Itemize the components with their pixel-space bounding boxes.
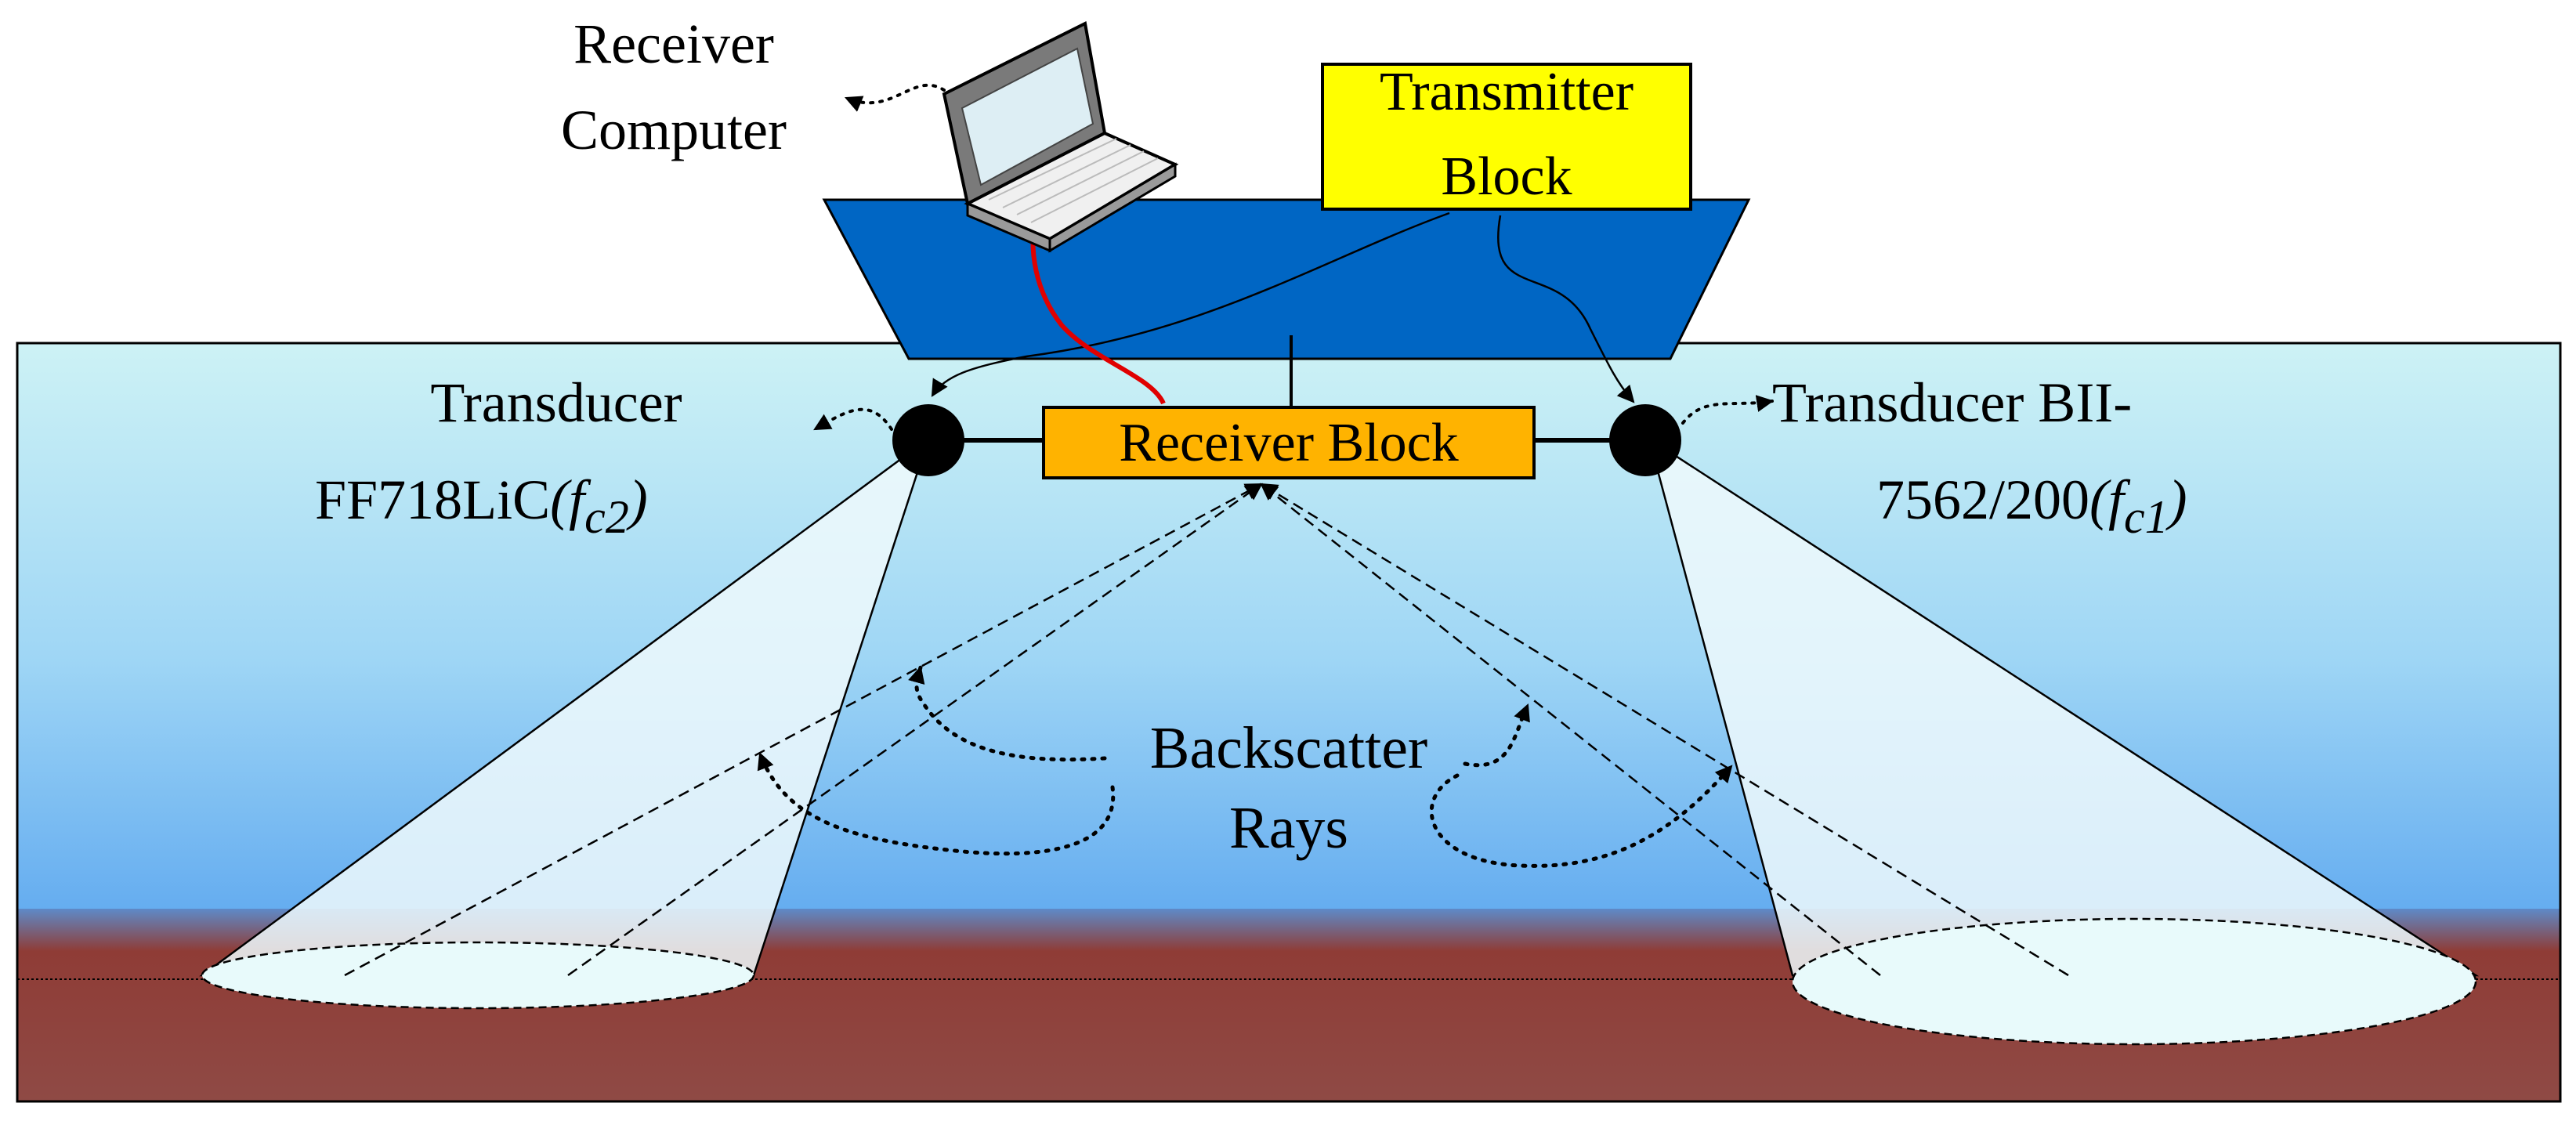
transmitter-label-line2: Block xyxy=(1441,146,1572,207)
transducer-left-pointer xyxy=(813,407,893,431)
transducer-left-model: FF718LiC xyxy=(315,468,550,531)
transducer-right-model: 7562/200 xyxy=(1876,468,2089,531)
transducer-right-open-paren: ( xyxy=(2089,468,2111,531)
boat-hull xyxy=(822,198,1751,360)
backscatter-ray-4 xyxy=(1260,483,1881,976)
backscatter-ray-2 xyxy=(567,483,1263,977)
transmitter-cable-right xyxy=(1497,215,1635,403)
transmitter-cable-left xyxy=(931,212,1450,397)
backscatter-ray-3 xyxy=(1260,483,2069,977)
transducer-right-close-paren: ) xyxy=(2165,468,2187,531)
transmitter-block xyxy=(1321,63,1692,211)
backscatter-rays xyxy=(344,483,2069,977)
receiver-computer-label-line2: Computer xyxy=(561,99,787,161)
transmitter-label-line1: Transmitter xyxy=(1380,62,1634,122)
transducer-left-open-paren: ( xyxy=(550,468,572,531)
backscatter-label-line1: Backscatter xyxy=(1150,715,1427,781)
laptop-icon xyxy=(942,21,1179,253)
backscatter-pointers xyxy=(757,665,1734,868)
transducer-right-node xyxy=(1609,404,1681,476)
backscatter-label-line2: Rays xyxy=(1229,795,1348,861)
transducer-right-label-line2: 7562/200(fc1) xyxy=(1876,468,2187,543)
backscatter-pointer-3 xyxy=(1463,703,1530,768)
backscatter-pointer-1 xyxy=(908,665,1107,762)
backscatter-pointer-2 xyxy=(757,751,1116,856)
left-seabed-footprint xyxy=(201,941,755,1010)
receiver-block-label: Receiver Block xyxy=(1119,413,1458,473)
receiver-computer-label-line1: Receiver xyxy=(573,13,774,75)
transducer-left-label-line1: Transducer xyxy=(430,371,682,434)
backscatter-ray-1 xyxy=(344,483,1263,977)
receiver-block xyxy=(1042,406,1536,479)
transducer-left-label-line2: FF718LiC(fc2) xyxy=(315,468,648,543)
transducer-left-close-paren: ) xyxy=(626,468,648,531)
receiver-computer-pointer xyxy=(844,83,946,112)
right-seabed-footprint xyxy=(1791,917,2477,1046)
transducer-right-freq-subscript: c1 xyxy=(2124,491,2169,543)
transducer-right-label-line1: Transducer BII- xyxy=(1772,371,2132,434)
transducer-right-pointer xyxy=(1681,395,1775,425)
transducer-left-freq-subscript: c2 xyxy=(584,491,629,543)
backscatter-pointer-4 xyxy=(1429,764,1734,868)
transducer-left-node xyxy=(892,404,964,476)
red-data-cable xyxy=(1020,217,1166,405)
